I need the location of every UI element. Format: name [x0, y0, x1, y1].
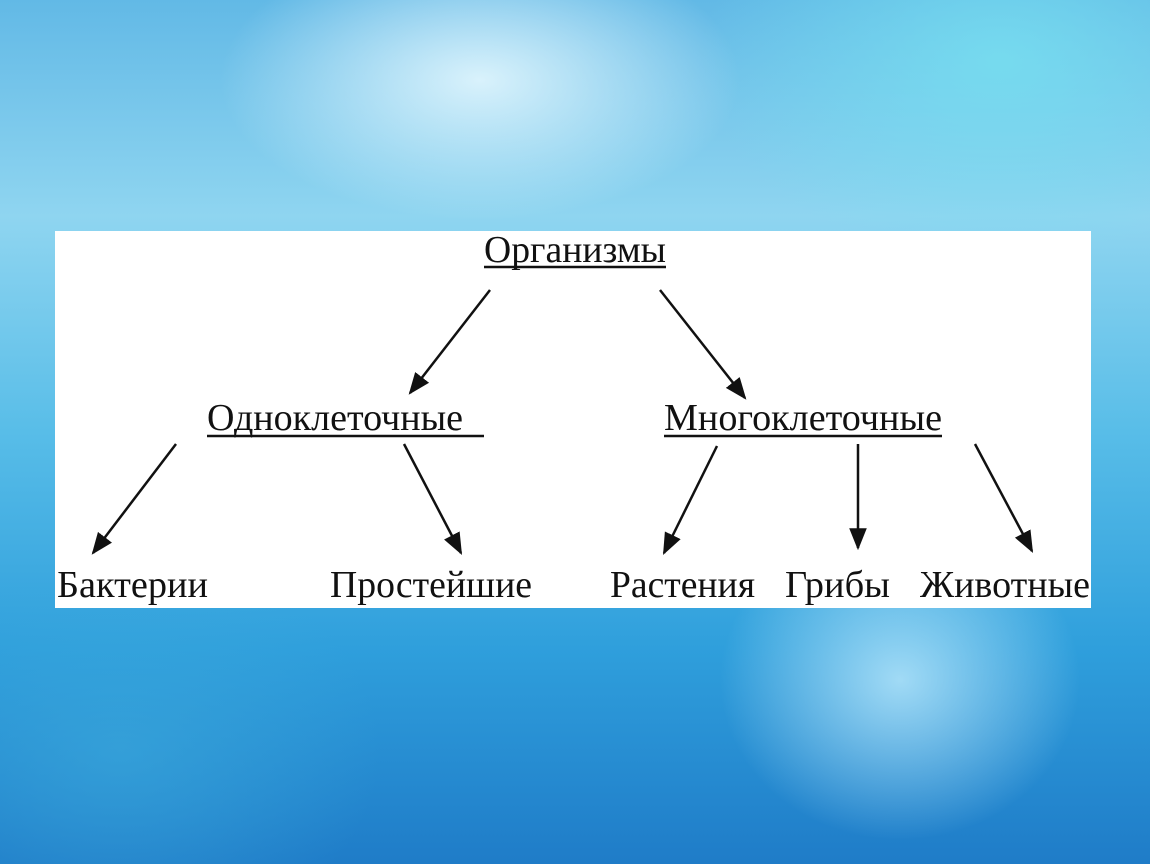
arrow-organisms-to-multicellular: [659, 289, 747, 400]
node-plants: Растения: [610, 564, 755, 606]
arrow-multicellular-to-plants: [662, 445, 719, 555]
node-organisms: Организмы: [484, 229, 666, 271]
node-fungi: Грибы: [785, 564, 890, 606]
node-unicellular: Одноклеточные: [207, 397, 463, 439]
arrow-multicellular-to-animals: [973, 443, 1034, 553]
arrow-organisms-to-unicellular: [408, 289, 491, 395]
diagram-panel: [55, 231, 1091, 608]
arrow-unicellular-to-protozoa: [402, 443, 463, 555]
node-protozoa: Простейшие: [330, 564, 532, 606]
node-bacteria: Бактерии: [57, 564, 208, 606]
node-animals: Животные: [920, 564, 1090, 606]
node-multicellular: Многоклеточные: [664, 397, 942, 439]
arrow-unicellular-to-bacteria: [91, 443, 177, 555]
